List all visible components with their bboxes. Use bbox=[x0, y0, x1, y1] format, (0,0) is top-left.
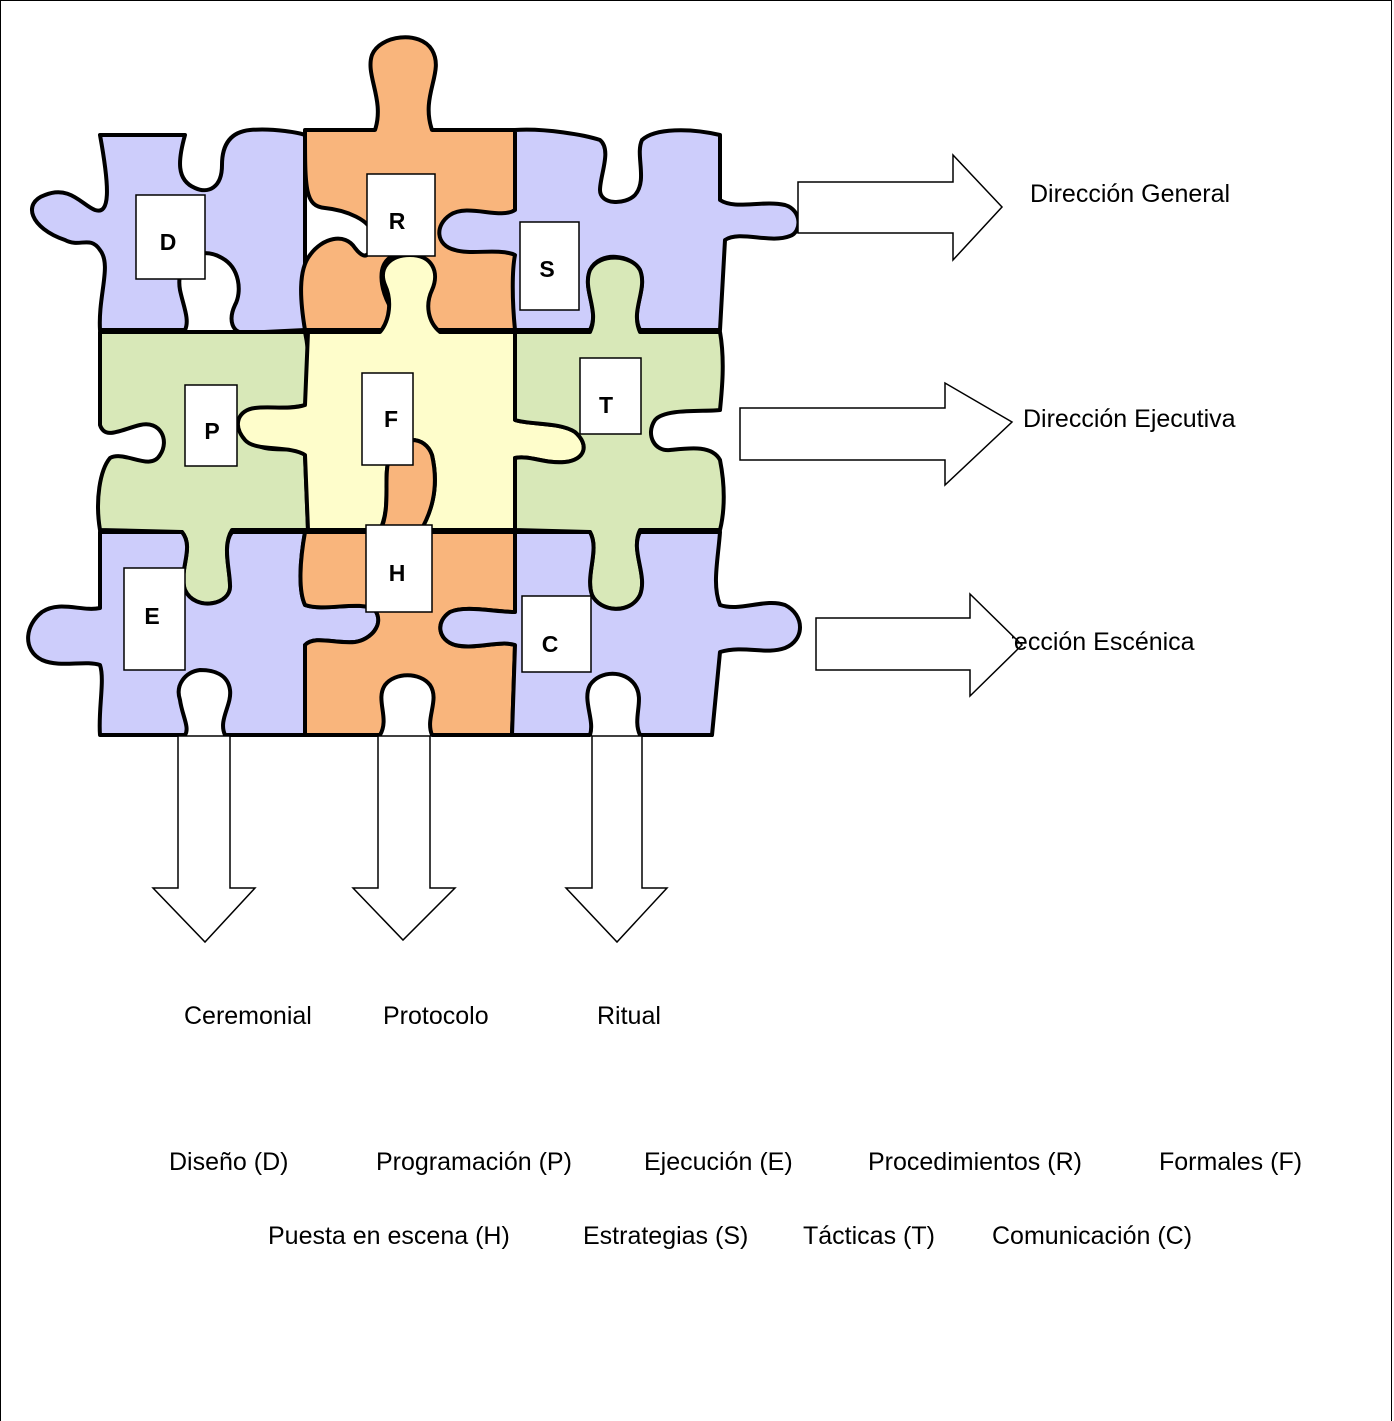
label-direccion-escenica: Dirección Escénica bbox=[982, 628, 1195, 656]
tile-box-e bbox=[123, 567, 186, 671]
tile-letter-r: R bbox=[389, 208, 406, 234]
legend-item-diseno: Diseño (D) bbox=[169, 1148, 289, 1176]
tile-letter-e: E bbox=[144, 603, 159, 629]
tile-letter-h: H bbox=[389, 560, 406, 586]
tile-letter-c: C bbox=[542, 631, 559, 657]
tile-box-c bbox=[521, 595, 592, 673]
right-arrow-direccion-ejecutiva bbox=[739, 381, 1014, 487]
tile-box-s bbox=[519, 221, 580, 311]
tile-letter-t: T bbox=[599, 392, 613, 418]
label-direccion-general: Dirección General bbox=[1030, 180, 1230, 208]
tile-letter-f: F bbox=[384, 406, 398, 432]
down-arrow-protocolo bbox=[351, 735, 457, 942]
legend-item-comunicacion: Comunicación (C) bbox=[992, 1222, 1193, 1250]
tile-box-d bbox=[135, 194, 206, 280]
label-protocolo: Protocolo bbox=[383, 1002, 489, 1030]
right-arrow-direccion-general bbox=[797, 153, 1004, 262]
label-ceremonial: Ceremonial bbox=[184, 1002, 312, 1030]
tile-box-f bbox=[361, 372, 414, 466]
tile-letter-d: D bbox=[160, 229, 177, 255]
legend-item-tacticas: Tácticas (T) bbox=[803, 1222, 935, 1250]
legend-item-ejecucion: Ejecución (E) bbox=[644, 1148, 793, 1176]
puzzle-piece-bottom-left bbox=[26, 530, 381, 737]
legend-item-programacion: Programación (P) bbox=[376, 1148, 572, 1176]
tile-box-t bbox=[579, 357, 642, 435]
legend-item-puesta-en-escena: Puesta en escena (H) bbox=[268, 1222, 510, 1250]
tile-box-r bbox=[366, 173, 436, 257]
label-direccion-ejecutiva: Dirección Ejecutiva bbox=[1023, 405, 1236, 433]
legend-item-formales: Formales (F) bbox=[1159, 1148, 1303, 1176]
tile-box-p bbox=[184, 384, 238, 467]
tile-letter-s: S bbox=[539, 256, 554, 282]
legend-item-procedimientos: Procedimientos (R) bbox=[868, 1148, 1082, 1176]
down-arrow-ritual bbox=[564, 735, 669, 944]
tile-box-h bbox=[365, 524, 433, 613]
legend-item-estrategias: Estrategias (S) bbox=[583, 1222, 749, 1250]
label-ritual: Ritual bbox=[597, 1002, 661, 1030]
puzzle-piece-bottom-right bbox=[438, 530, 802, 737]
right-arrow-direccion-escenica bbox=[815, 592, 1024, 698]
tile-letter-p: P bbox=[204, 418, 219, 444]
down-arrow-ceremonial bbox=[151, 735, 257, 944]
